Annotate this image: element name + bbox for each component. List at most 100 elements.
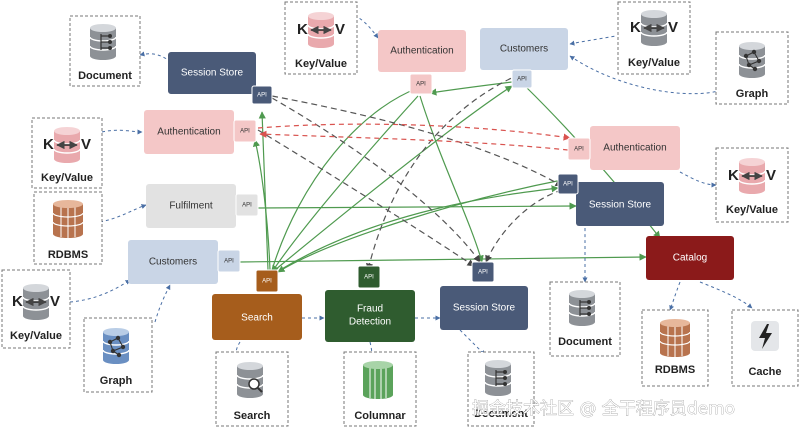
api-label: API [364,275,374,281]
link-auth-3-key-value-4 [679,171,717,188]
service-box [576,182,664,226]
key-glyph: K [728,167,739,184]
columnar-db-icon [362,360,394,400]
store-label: Graph [100,375,133,387]
store-graph-1[interactable]: Graph [715,31,789,105]
api-port [557,173,579,195]
api-label: API [478,270,488,276]
document-db-icon [484,359,512,397]
cache-icon [751,321,779,351]
api-label: API [257,93,267,99]
api-label: API [574,147,584,153]
service-session-store-3[interactable]: API Session Store [440,261,528,330]
key-value-icon: K V [630,9,678,47]
api-label: API [517,77,527,83]
value-glyph: V [81,136,91,153]
link-customers-2-to-catalog [239,253,647,263]
api-port [409,73,433,95]
api-label: API [563,182,573,188]
link-auth-2-to-session-store-3 [257,129,475,267]
graph-db-icon [102,327,130,365]
store-search[interactable]: Search [215,351,289,427]
link-customers-1-to-fraud [366,73,521,271]
service-box [440,286,528,330]
dashed-gray-links [257,73,563,271]
api-port [511,69,533,89]
service-label: Customers [149,257,197,268]
service-label: Session Store [453,303,516,314]
rdbms-icon [659,318,691,358]
graph-db-icon [738,41,766,79]
value-glyph: V [50,293,60,310]
store-key-value-2[interactable]: K V Key/Value [617,1,691,75]
service-box [212,294,302,340]
store-columnar[interactable]: Columnar [343,351,417,427]
rdbms-icon [52,199,84,239]
service-label: Session Store [181,68,244,79]
service-authentication-3[interactable]: Authentication API [567,126,680,170]
service-search[interactable]: API Search [212,269,302,340]
api-port [233,119,257,143]
service-label: Authentication [390,46,453,57]
service-box [325,290,415,342]
store-rdbms-2[interactable]: RDBMS [641,309,709,387]
value-glyph: V [766,167,776,184]
key-value-icon: K V [12,283,60,321]
watermark: 掘金技术社区 @ 全干程序员demo [472,399,735,419]
api-port [357,265,381,289]
store-label: Key/Value [41,172,93,184]
store-key-value-1[interactable]: K V Key/Value [284,1,358,75]
service-box [144,110,234,154]
service-label: Authentication [603,143,666,154]
service-box [378,30,466,72]
key-glyph: K [12,293,23,310]
store-label: RDBMS [655,364,695,376]
store-document-3[interactable]: Document [467,351,535,427]
store-key-value-5[interactable]: K V Key/Value [1,269,71,349]
link-rdbms-1-fulfilment [99,204,147,223]
key-value-icon: K V [728,157,776,195]
store-label: Document [78,70,132,82]
link-auth-2-to-auth-3 [257,123,571,141]
service-label: Customers [500,44,548,55]
store-cache[interactable]: Cache [731,309,799,387]
service-session-store-2[interactable]: Session Store API [557,173,664,226]
service-fraud-detection[interactable]: API Fraud Detection [325,265,415,342]
link-session-store-2-to-session-store-3 [485,189,563,263]
api-label: API [242,203,252,209]
link-key-value-5-customers-2 [69,279,131,303]
store-label: Document [474,408,528,420]
store-graph-2[interactable]: Graph [83,317,153,393]
link-fulfilment-to-session-store-2 [257,202,577,210]
store-label: Search [234,410,271,422]
store-label: Graph [736,88,769,100]
link-auth-3-to-auth-2 [259,130,569,151]
service-catalog[interactable]: Catalog [646,236,734,280]
service-label-line-1: Fraud [357,304,383,315]
link-customers-1-to-auth-1 [429,81,513,96]
store-label: Key/Value [726,204,778,216]
service-box [646,236,734,280]
link-session-store-1-to-session-store-3 [271,97,481,263]
store-document-1[interactable]: Document [69,15,141,87]
api-label: API [262,279,272,285]
service-customers-1[interactable]: Customers API [480,28,568,89]
store-key-value-3[interactable]: K V Key/Value [31,117,103,189]
green-links [239,81,661,273]
key-glyph: K [43,136,54,153]
link-auth-1-to-session-store-3 [419,95,484,263]
service-fulfilment[interactable]: Fulfilment API [146,184,259,228]
service-authentication-1[interactable]: Authentication API [378,30,466,95]
api-label: API [416,82,426,88]
store-label: Cache [748,366,781,378]
service-customers-2[interactable]: Customers API [128,240,241,284]
service-box [480,28,568,70]
service-authentication-2[interactable]: Authentication API [144,110,257,154]
store-key-value-4[interactable]: K V Key/Value [715,147,789,223]
key-value-icon: K V [43,126,91,164]
service-session-store-1[interactable]: Session Store API [168,52,273,105]
store-rdbms-1[interactable]: RDBMS [33,191,103,265]
store-document-2[interactable]: Document [549,281,621,357]
key-glyph: K [297,21,308,38]
